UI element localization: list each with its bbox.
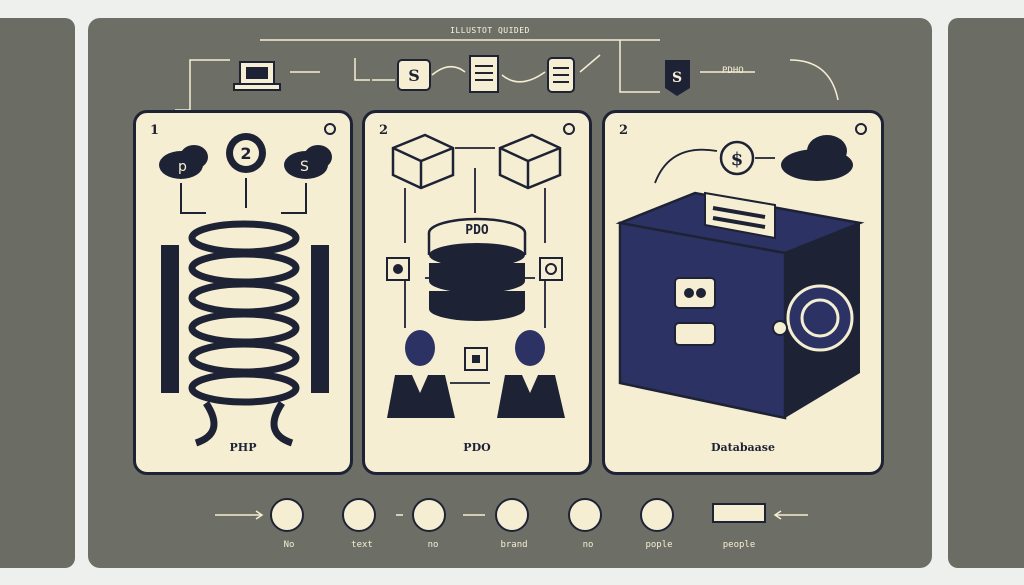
svg-text:$: $ (731, 149, 744, 170)
document-icon (568, 498, 602, 532)
php-caption: PHP (229, 441, 257, 454)
dollar-coin-icon: $ (719, 140, 755, 176)
php-card: 1 p 2 S (133, 110, 353, 475)
corner-badge-icon (563, 123, 575, 135)
svg-text:S: S (300, 159, 309, 175)
database-card: 2 $ Databaase (602, 110, 884, 475)
document-edit-icon (342, 498, 376, 532)
gear-icon (640, 498, 674, 532)
user-icon (412, 498, 446, 532)
bottom-icon-row: No text no brand no pople people (0, 490, 1024, 560)
hand-icon (495, 498, 529, 532)
pdo-illustration (386, 133, 565, 418)
corner-badge-icon (324, 123, 336, 135)
person-icon (497, 330, 565, 418)
box-icon (498, 133, 562, 190)
pdho-label: PDHO (722, 66, 744, 76)
php-illustration: p 2 S (159, 133, 332, 447)
bottom-label: people (722, 540, 756, 550)
card-number: 1 (150, 123, 160, 138)
spring-coil-icon (161, 220, 329, 447)
pdo-disk-label: PDO (465, 223, 489, 238)
card-number: 2 (619, 123, 629, 138)
svg-text:2: 2 (240, 144, 251, 163)
database-illustration: $ (615, 135, 865, 420)
gear-icon: 2 (226, 133, 266, 173)
pdo-card: 2 (362, 110, 592, 475)
bottom-label: text (351, 540, 373, 550)
cloud-icon (781, 135, 853, 181)
database-disk-icon (427, 217, 527, 321)
bottom-label: no (427, 540, 439, 550)
small-node-icon (386, 257, 410, 281)
cloud-icon: p (159, 145, 208, 179)
small-node-icon (539, 257, 563, 281)
text-lines-icon (270, 498, 304, 532)
card-number: 2 (379, 123, 389, 138)
database-caption: Databaase (710, 441, 775, 454)
bottom-label: pople (645, 540, 673, 550)
pdo-caption: PDO (463, 441, 491, 454)
illustration-title: ILLUSTOT QUIDED (450, 26, 530, 35)
person-icon (387, 330, 455, 418)
small-node-icon (464, 347, 488, 371)
corner-badge-icon (855, 123, 867, 135)
svg-text:p: p (178, 159, 187, 175)
bottom-arrows (215, 510, 808, 520)
bottom-label: brand (500, 540, 528, 550)
bottom-label: No (283, 540, 295, 550)
box-icon (391, 133, 455, 190)
cloud-s-icon: S (284, 145, 332, 179)
right-side-panel (948, 18, 1024, 568)
server-cabinet-icon (615, 191, 865, 420)
keyboard-icon (712, 503, 766, 523)
left-side-panel (0, 18, 75, 568)
bottom-label: no (582, 540, 594, 550)
